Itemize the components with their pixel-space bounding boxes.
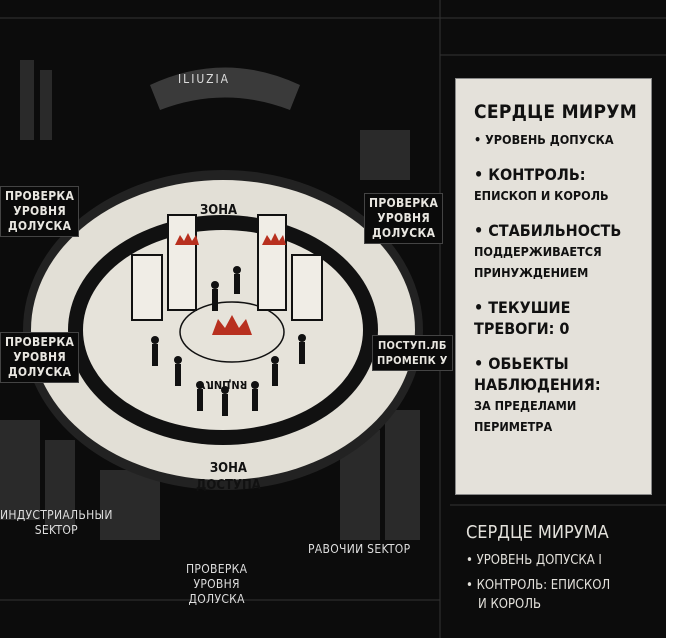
towers bbox=[131, 214, 323, 321]
people bbox=[151, 266, 306, 416]
info-item: • КОНТРОЛЬ: ЕПИСКОЛ bbox=[466, 578, 611, 593]
city-map-illustration bbox=[0, 0, 666, 638]
title-arc bbox=[150, 67, 300, 110]
info-panel: СЕРДЦЕ МИРУМ • УРОВЕНЬ ДОПУСКА • КОНТРОЛ… bbox=[455, 78, 652, 495]
workers-sector-label: РАВОЧИИ SEKTOP bbox=[308, 542, 411, 556]
center-circle bbox=[179, 301, 285, 363]
grid-lines bbox=[0, 0, 666, 638]
crown-icons bbox=[175, 233, 286, 335]
center-mirrored-label: УЛИЦИЯ bbox=[198, 378, 248, 391]
info-item: • КОНТРОЛЬ:ЕПИСКОП И КОРОЛЬ bbox=[474, 165, 609, 203]
zone-top-label: ЗОНА bbox=[200, 203, 238, 218]
info-item: И КОРОЛЬ bbox=[478, 597, 542, 612]
info-item: • УРОВЕНЬ ДОПУСКА I bbox=[466, 553, 602, 568]
info-panel-secondary-title: СЕРДЦЕ МИРУМА bbox=[466, 522, 609, 543]
info-item: • УРОВЕНЬ ДОПУСКА bbox=[474, 132, 614, 147]
info-panel-title: СЕРДЦЕ МИРУМ bbox=[474, 101, 638, 123]
title-arc-text: ILIUZIA bbox=[178, 72, 231, 86]
skyline bbox=[0, 60, 420, 540]
zone-access-label: ЗОНА ДОСТУПА bbox=[196, 461, 261, 493]
info-panel-secondary: СЕРДЦЕ МИРУМА • УРОВЕНЬ ДОПУСКА I • КОНТ… bbox=[466, 522, 656, 620]
poster: ILIUZIA ЗОНА УЛИЦИЯ ЗОНА ДОСТУПА ПРОВЕРК… bbox=[0, 0, 666, 638]
central-crown-icon bbox=[212, 315, 252, 335]
